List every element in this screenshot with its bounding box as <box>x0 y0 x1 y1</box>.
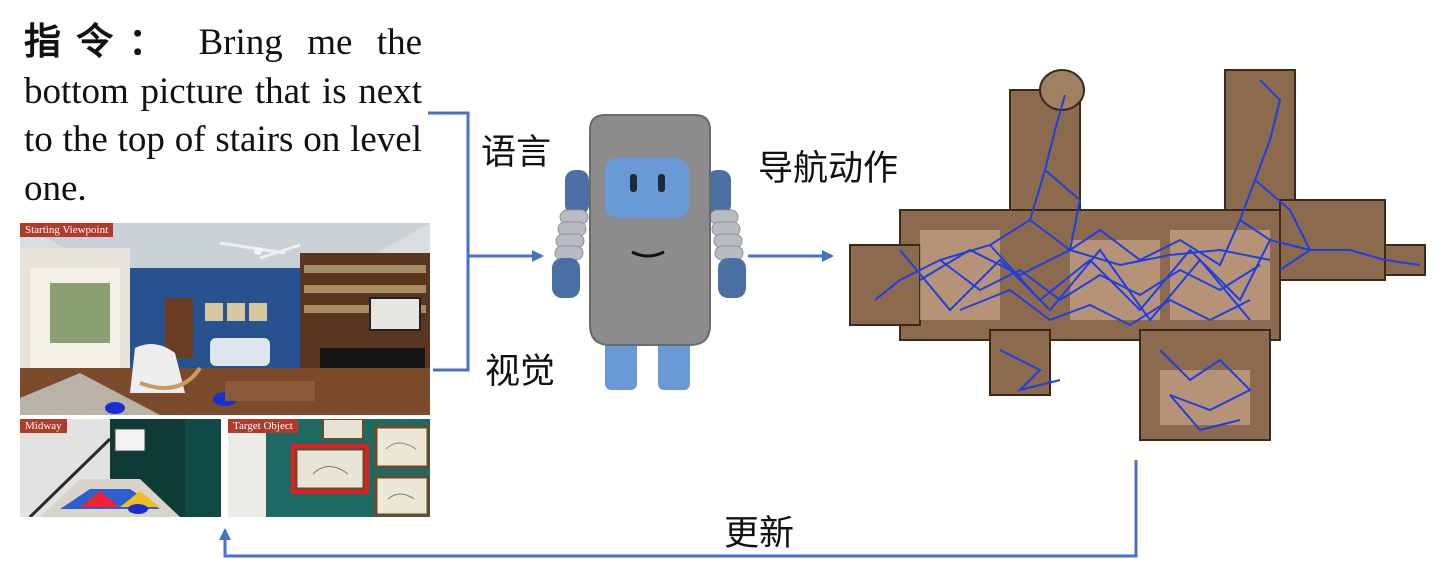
navigation-graph-floorplan <box>849 69 1426 441</box>
midway-image: Midway <box>20 419 221 517</box>
instruction-text: 指令：Bring me the bottom picture that is n… <box>24 18 422 213</box>
starting-viewpoint-tag: Starting Viewpoint <box>20 223 114 237</box>
instruction-label: 指令： <box>24 20 181 63</box>
starting-viewpoint-image: Starting Viewpoint <box>20 223 430 415</box>
update-arrow <box>219 460 1138 558</box>
target-object-image: Target Object <box>228 419 430 517</box>
midway-tag: Midway <box>20 419 67 433</box>
instruction-body: Bring me the bottom picture that is next… <box>24 22 423 209</box>
vision-label: 视觉 <box>485 352 556 392</box>
language-label: 语言 <box>481 133 552 173</box>
robot-agent-icon <box>552 114 746 390</box>
language-connector <box>428 111 470 372</box>
update-label: 更新 <box>724 514 795 554</box>
navigation-action-label: 导航动作 <box>758 149 899 189</box>
target-object-tag: Target Object <box>228 419 298 433</box>
